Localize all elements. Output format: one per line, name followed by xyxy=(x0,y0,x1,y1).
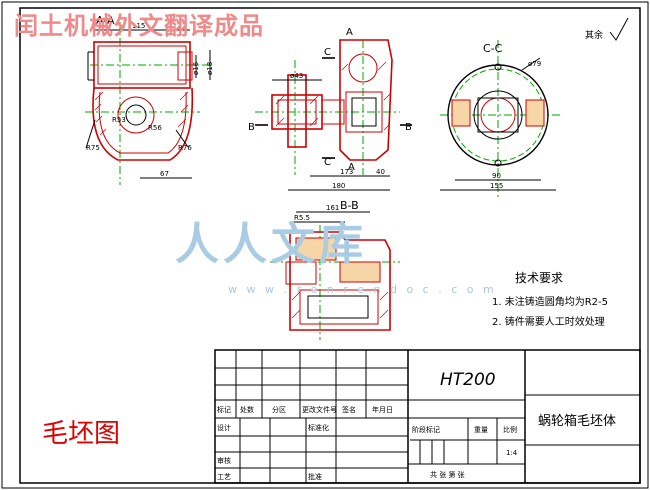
cut-label-c-top: C xyxy=(324,47,331,58)
tb-material: HT200 xyxy=(440,370,496,390)
dim-aa-r4: R76 xyxy=(178,144,192,152)
watermark-logo: 人人文库 xyxy=(175,219,367,270)
dim-front-top: ø43 xyxy=(290,72,303,80)
dim-cc-bottom: 155 xyxy=(490,182,503,190)
title-block xyxy=(214,349,641,484)
watermark-top: 闰土机械外文翻译成品 xyxy=(14,12,264,40)
view-label-aa: A-A xyxy=(96,14,115,27)
tb-label-count: 处数 xyxy=(240,405,254,414)
dim-aa-r2: R56 xyxy=(148,124,162,132)
tb-part-name: 蜗轮箱毛坯体 xyxy=(538,413,616,429)
tb-scale: 比例 xyxy=(503,425,517,434)
tb-sheets: 共 张 第 张 xyxy=(430,470,465,479)
view-label-cc: C-C xyxy=(483,42,503,55)
tb-standardize: 标准化 xyxy=(308,423,329,432)
tb-design: 设计 xyxy=(217,423,231,432)
dim-front-bottom2: 180 xyxy=(332,182,345,190)
tb-label-mark: 标记 xyxy=(217,405,231,414)
dim-aa-r3: R75 xyxy=(86,144,100,152)
cut-label-a-bottom: A xyxy=(348,162,355,173)
tech-req-item-2: 2. 铸件需要人工时效处理 xyxy=(492,315,605,328)
cut-label-b-left: B xyxy=(248,122,255,133)
dim-aa-r1: R53 xyxy=(112,116,126,124)
dim-bb-top2: 161 xyxy=(326,204,339,212)
section-aa-view xyxy=(85,22,211,185)
dim-front-right: 40 xyxy=(376,168,385,176)
tb-label-zone: 分区 xyxy=(272,405,286,414)
view-label-bb: B-B xyxy=(340,199,359,212)
dim-front-bottom1: 173 xyxy=(340,168,353,176)
tb-approve: 批准 xyxy=(308,472,322,481)
tech-req-item-1: 1. 未注铸造圆角均为R2-5 xyxy=(492,295,608,308)
dim-aa-h1: ø16 xyxy=(192,61,200,75)
watermark-url: w w w . r e n r e n d o c . c o m xyxy=(228,283,497,296)
section-bb-view xyxy=(270,211,400,340)
roughness-symbol xyxy=(609,17,629,41)
tb-process: 工艺 xyxy=(217,473,231,481)
tb-label-change: 更改文件号 xyxy=(302,405,337,414)
front-view xyxy=(255,39,412,191)
tb-review: 审核 xyxy=(217,456,231,465)
dim-aa-bottom: 67 xyxy=(160,170,169,178)
tb-weight: 重量 xyxy=(474,426,488,434)
dim-bb-top1: R5.5 xyxy=(294,214,310,222)
dim-cc-diag: ø79 xyxy=(528,60,541,68)
blank-drawing-label: 毛坯图 xyxy=(42,419,121,449)
tb-stage-mark: 阶段标记 xyxy=(412,425,440,434)
dim-aa-top: 115 xyxy=(132,22,145,30)
tech-req-title: 技术要求 xyxy=(515,271,563,285)
tb-label-date: 年月日 xyxy=(372,405,393,414)
dim-aa-h2: ø18 xyxy=(206,62,214,75)
dim-cc-inner: 90 xyxy=(492,172,501,180)
tb-scale-value: 1:4 xyxy=(506,449,518,457)
section-cc-view xyxy=(440,40,560,200)
cut-label-b-right: B xyxy=(405,122,412,133)
cut-label-c-bottom: C xyxy=(324,157,331,168)
cut-label-a-top: A xyxy=(346,27,353,38)
tb-label-sign: 签名 xyxy=(342,405,356,414)
dimension-text: A-A B-B C-C C C B B A A 115 ø16 ø18 R53 … xyxy=(86,14,541,222)
roughness-note: 其余 xyxy=(585,29,603,41)
